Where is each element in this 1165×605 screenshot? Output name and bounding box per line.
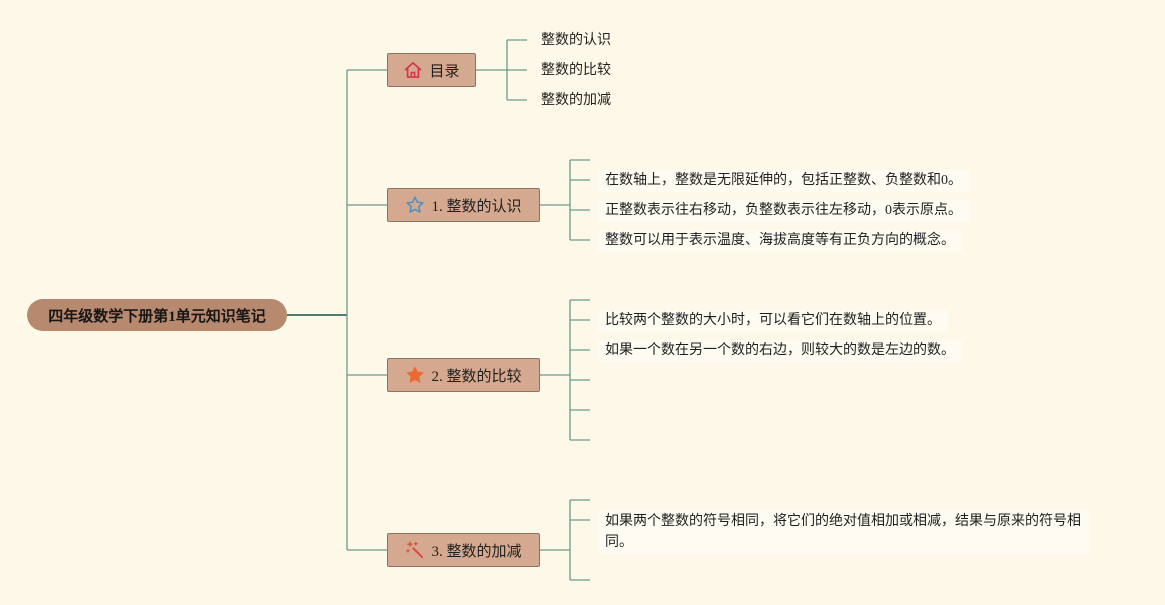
toc-item[interactable]: 整数的加减 (541, 93, 611, 108)
topic-label: 1. 整数的认识 (431, 198, 522, 215)
leaf-note[interactable]: 如果一个数在另一个数的右边，则较大的数是左边的数。 (598, 340, 962, 362)
toc-item[interactable]: 整数的认识 (541, 33, 611, 48)
topic-integer-recognition[interactable]: 1. 整数的认识 (387, 188, 540, 222)
leaf-note[interactable]: 正整数表示往右移动，负整数表示往左移动，0表示原点。 (598, 200, 969, 222)
star-filled-icon (405, 365, 425, 385)
topic-integer-addition-subtraction[interactable]: 3. 整数的加减 (387, 533, 540, 567)
topic-label: 目录 (429, 63, 460, 80)
leaf-note[interactable]: 比较两个整数的大小时，可以看它们在数轴上的位置。 (598, 310, 948, 332)
root-topic-label: 四年级数学下册第1单元知识笔记 (48, 308, 266, 325)
star-outline-icon (405, 195, 425, 215)
root-topic[interactable]: 四年级数学下册第1单元知识笔记 (27, 299, 287, 331)
house-icon (403, 60, 423, 80)
leaf-note[interactable]: 在数轴上，整数是无限延伸的，包括正整数、负整数和0。 (598, 170, 969, 192)
toc-item[interactable]: 整数的比较 (541, 63, 611, 78)
leaf-note[interactable]: 整数可以用于表示温度、海拔高度等有正负方向的概念。 (598, 230, 962, 252)
leaf-note[interactable]: 如果两个整数的符号相同，将它们的绝对值相加或相减，结果与原来的符号相同。 (598, 510, 1090, 554)
topic-integer-comparison[interactable]: 2. 整数的比较 (387, 358, 540, 392)
topic-label: 2. 整数的比较 (431, 368, 522, 385)
topic-label: 3. 整数的加减 (431, 543, 522, 560)
topic-toc[interactable]: 目录 (387, 53, 476, 87)
magic-wand-icon (405, 540, 425, 560)
